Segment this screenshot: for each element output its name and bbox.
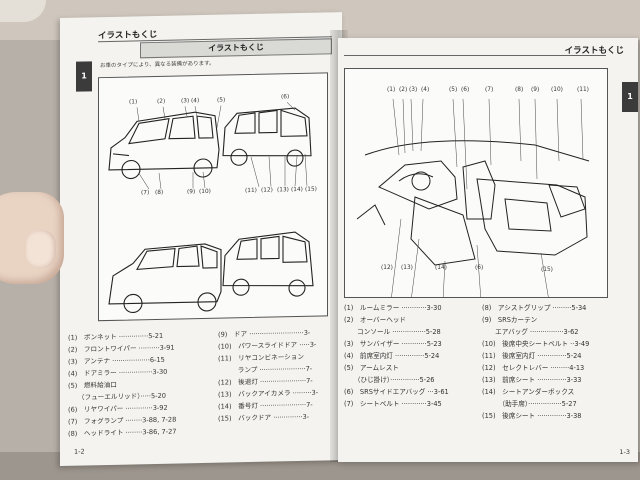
callout-14: (14) xyxy=(291,186,303,194)
list-item: (10) パワースライドドア ·····3- xyxy=(218,340,317,351)
exterior-items-list-1: (1) ボンネット ··············5-21 (2) フロントワイパ… xyxy=(68,329,208,438)
list-item: (9) SRSカーテン xyxy=(482,316,538,324)
callout-10: (10) xyxy=(551,87,563,93)
callout-13: (13) xyxy=(401,265,413,271)
callout-2: (2) xyxy=(157,98,166,105)
list-item: (14) 番号灯 ······················7- xyxy=(218,400,313,411)
exterior-illustration: (1) (2) (3) (4) (5) (6) (7) (8) (9) (10)… xyxy=(98,72,328,322)
callout-10: (10) xyxy=(199,188,211,196)
callout-11: (11) xyxy=(577,87,589,93)
page-number-right: 1-3 xyxy=(619,448,630,456)
list-item: (9) ドア ··························3- xyxy=(218,328,311,339)
list-item: （フューエルリッド）·····5-20 xyxy=(68,391,166,402)
mug-object xyxy=(0,0,46,22)
callout-11: (11) xyxy=(245,187,257,195)
list-item: (3) サンバイザー ············5-23 xyxy=(344,340,442,348)
list-item: ランプ ······················7- xyxy=(218,364,313,375)
callout-9: (9) xyxy=(531,87,540,93)
right-page: イラストもくじ 1 xyxy=(338,38,638,462)
callout-14: (14) xyxy=(435,265,447,271)
list-item: (2) オーバーヘッド xyxy=(344,316,407,324)
exterior-car-drawings xyxy=(108,102,314,314)
callout-8: (8) xyxy=(155,189,164,197)
list-item: (1) ルームミラー ············3-30 xyxy=(344,304,442,312)
list-item: (7) シートベルト ············3-45 xyxy=(344,400,442,408)
interior-illustration: (1) (2) (3) (4) (5) (6) (7) (8) (9) (10)… xyxy=(344,68,608,298)
list-item: （助手席）················5-27 xyxy=(482,400,577,408)
callout-7: (7) xyxy=(485,87,494,93)
exterior-items-list-2: (9) ドア ··························3- (10)… xyxy=(218,326,338,423)
list-item: (13) バックアイカメラ ·········3- xyxy=(218,388,319,399)
list-item: (4) ドアミラー ················3-30 xyxy=(68,367,168,378)
list-item: (6) SRSサイドエアバッグ ···3-61 xyxy=(344,388,449,396)
list-item: (5) 燃料給油口 xyxy=(68,380,117,390)
header-rule xyxy=(344,55,606,56)
callout-13: (13) xyxy=(277,187,289,194)
list-item: (5) アームレスト xyxy=(344,364,399,372)
list-item: （ひじ掛け）··············5-26 xyxy=(344,376,435,384)
callout-12: (12) xyxy=(261,187,273,194)
list-item: (12) セレクトレバー ·········4-13 xyxy=(482,364,585,372)
callout-6: (6) xyxy=(461,87,470,93)
chapter-tab: 1 xyxy=(622,82,638,112)
list-item: (8) アシストグリップ ·········5-34 xyxy=(482,304,587,312)
list-item: (6) リヤワイパー ·············3-92 xyxy=(68,403,168,414)
callout-6b: (6) xyxy=(475,265,484,271)
callout-2: (2) xyxy=(399,87,408,93)
interior-cabin-drawing xyxy=(356,98,590,297)
page-title: イラストもくじ xyxy=(140,38,332,59)
list-item: エアバッグ ················3-62 xyxy=(482,328,579,336)
list-item: (14) シートアンダーボックス xyxy=(482,388,575,396)
callout-3: (3) xyxy=(181,98,190,105)
callout-3: (3) xyxy=(409,87,418,93)
callout-5: (5) xyxy=(449,87,458,93)
list-item: (11) 後席室内灯 ··············5-24 xyxy=(482,352,582,360)
list-item: (10) 後席中央シートベルト ··3-49 xyxy=(482,340,590,348)
callout-4: (4) xyxy=(191,98,200,105)
list-item: (2) フロントワイパー ··········3-91 xyxy=(68,343,175,354)
list-item: (8) ヘッドライト ········3-86, 7-27 xyxy=(68,427,177,438)
running-head-right: イラストもくじ xyxy=(564,46,624,56)
list-item: (12) 後退灯 ······················7- xyxy=(218,376,313,387)
chapter-tab: 1 xyxy=(76,61,92,92)
list-item: (3) アンテナ ··················6-15 xyxy=(68,355,165,366)
page-number-left: 1-2 xyxy=(74,447,85,456)
callout-1: (1) xyxy=(129,99,138,106)
list-item: (1) ボンネット ··············5-21 xyxy=(68,331,164,342)
list-item: (11) リヤコンビネーション xyxy=(218,352,304,363)
list-item: (4) 前席室内灯 ··············5-24 xyxy=(344,352,440,360)
thumb-nail xyxy=(26,230,56,268)
callout-4: (4) xyxy=(421,87,430,93)
callout-9: (9) xyxy=(187,189,196,196)
list-item: (15) 後席シート ··············3-38 xyxy=(482,412,582,420)
callout-15: (15) xyxy=(305,186,317,193)
intro-text: お車のタイプにより、異なる装備があります。 xyxy=(100,60,215,70)
list-item: (15) バックドア ··············3- xyxy=(218,412,310,423)
callout-6: (6) xyxy=(281,94,290,101)
callout-7: (7) xyxy=(141,190,150,197)
list-item: コンソール ················5-28 xyxy=(344,328,441,336)
left-page: イラストもくじ イラストもくじ お車のタイプにより、異なる装備があります。 1 xyxy=(60,12,342,466)
callout-8: (8) xyxy=(515,87,524,93)
callout-12: (12) xyxy=(381,265,393,271)
callout-15: (15) xyxy=(541,267,553,273)
list-item: (13) 前席シート ··············3-33 xyxy=(482,376,582,384)
callout-5: (5) xyxy=(217,97,226,104)
callout-1: (1) xyxy=(387,87,396,93)
list-item: (7) フォグランプ ········3-88, 7-28 xyxy=(68,415,177,426)
